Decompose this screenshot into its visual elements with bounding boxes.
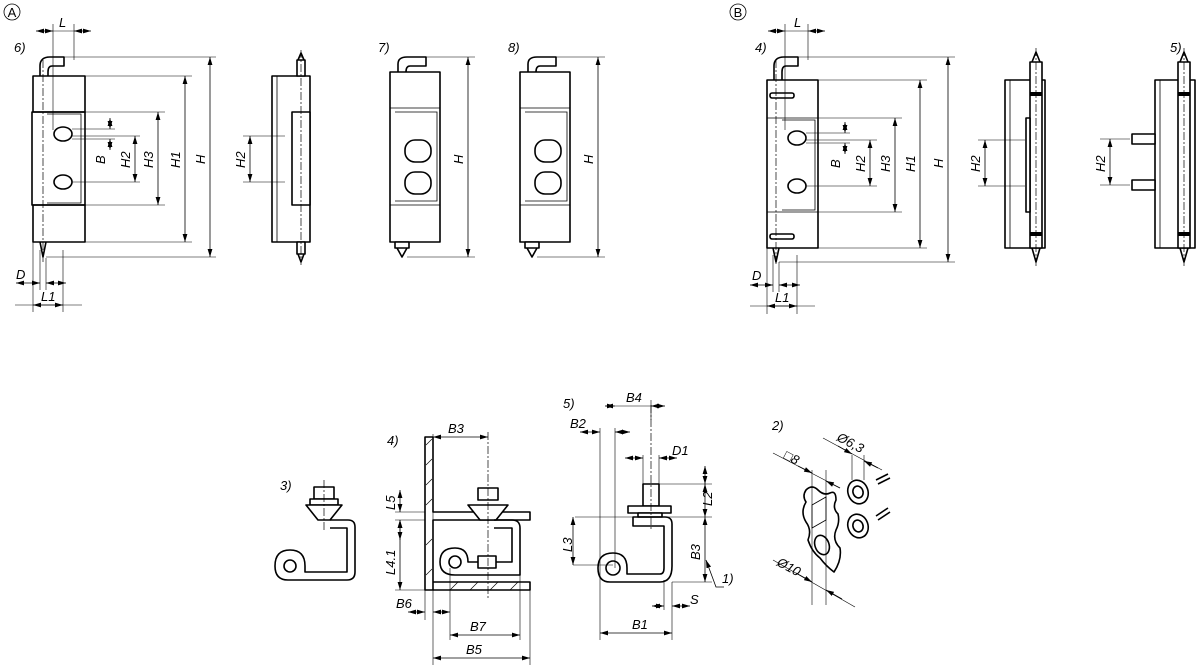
dim-d1: D1 bbox=[672, 443, 689, 458]
section-marker-b: B bbox=[734, 5, 743, 20]
dim-dia-10: Ø10 bbox=[774, 554, 804, 580]
note-2: 2) bbox=[771, 418, 784, 433]
detail-2: 2) □8 Ø6,3 Ø10 bbox=[771, 418, 891, 608]
dim-h: H bbox=[581, 154, 596, 164]
side-dim-h2: H2 bbox=[233, 151, 248, 168]
dim-b2: B2 bbox=[570, 416, 587, 431]
dim-s: S bbox=[690, 592, 699, 607]
hinge-6-front-view: 6) L B bbox=[14, 15, 216, 312]
note-8: 8) bbox=[508, 40, 520, 55]
dim-b3: B3 bbox=[448, 421, 465, 436]
dim-l1: L1 bbox=[41, 289, 55, 304]
note-5: 5) bbox=[1170, 40, 1182, 55]
hinge-4-front-view: 4) L B H2 H3 bbox=[750, 15, 955, 314]
dim-b1: B1 bbox=[632, 617, 648, 632]
note-7: 7) bbox=[378, 40, 390, 55]
detail-5: 5) B4 B2 D1 L2 L3 B3 1) S B1 bbox=[560, 390, 734, 640]
note-4: 4) bbox=[755, 40, 767, 55]
note-6: 6) bbox=[14, 40, 26, 55]
dim-l3: L3 bbox=[560, 537, 575, 552]
dim-dia-6-3: Ø6,3 bbox=[834, 429, 867, 456]
side-dim-h2: H2 bbox=[968, 155, 983, 172]
dim-l: L bbox=[59, 15, 66, 30]
dim-h3: H3 bbox=[878, 155, 893, 172]
dim-l: L bbox=[794, 15, 801, 30]
hinge-side-view-a: H2 bbox=[233, 50, 311, 265]
hinge-8-front-view: 8) H bbox=[508, 40, 605, 258]
dim-h2: H2 bbox=[118, 151, 133, 168]
dim-d: D bbox=[752, 268, 761, 283]
dim-h1: H1 bbox=[903, 155, 918, 172]
hinge-7-front-view: 7) H bbox=[378, 40, 475, 258]
ref-1: 1) bbox=[722, 571, 734, 586]
dim-b5: B5 bbox=[466, 642, 483, 657]
dim-square-8: □8 bbox=[782, 447, 803, 468]
dim-h: H bbox=[451, 154, 466, 164]
dim-h: H bbox=[193, 154, 208, 164]
note-5: 5) bbox=[563, 396, 575, 411]
detail-3: 3) bbox=[274, 478, 356, 581]
dim-h3: H3 bbox=[141, 151, 156, 168]
detail-4: 4) B3 L5 L4.1 B6 B7 B5 bbox=[383, 421, 531, 665]
section-marker-circle bbox=[3, 3, 21, 21]
section-a: A 6) bbox=[3, 3, 605, 312]
dim-b6: B6 bbox=[396, 596, 413, 611]
dim-b3: B3 bbox=[688, 543, 703, 560]
hinge-side-view-b: H2 bbox=[968, 48, 1046, 266]
dim-d: D bbox=[16, 267, 25, 282]
dim-l4-1: L4.1 bbox=[383, 550, 398, 575]
dim-h2: H2 bbox=[853, 155, 868, 172]
dim-l1: L1 bbox=[775, 290, 789, 305]
section-marker-a: A bbox=[8, 5, 17, 20]
dim-h1: H1 bbox=[168, 151, 183, 168]
dim-b4: B4 bbox=[626, 390, 642, 405]
dim-b: B bbox=[93, 155, 108, 164]
dim-h: H bbox=[931, 158, 946, 168]
section-b: B 4) L B H2 bbox=[729, 3, 1196, 314]
note-3: 3) bbox=[280, 478, 292, 493]
side-dim-h2: H2 bbox=[1093, 155, 1108, 172]
dim-b7: B7 bbox=[470, 619, 487, 634]
dim-b: B bbox=[828, 159, 843, 168]
dim-l2: L2 bbox=[700, 491, 715, 506]
dim-l5: L5 bbox=[383, 495, 398, 510]
hinge-5-side-view: 5) H2 bbox=[1093, 40, 1196, 266]
note-4: 4) bbox=[387, 433, 399, 448]
